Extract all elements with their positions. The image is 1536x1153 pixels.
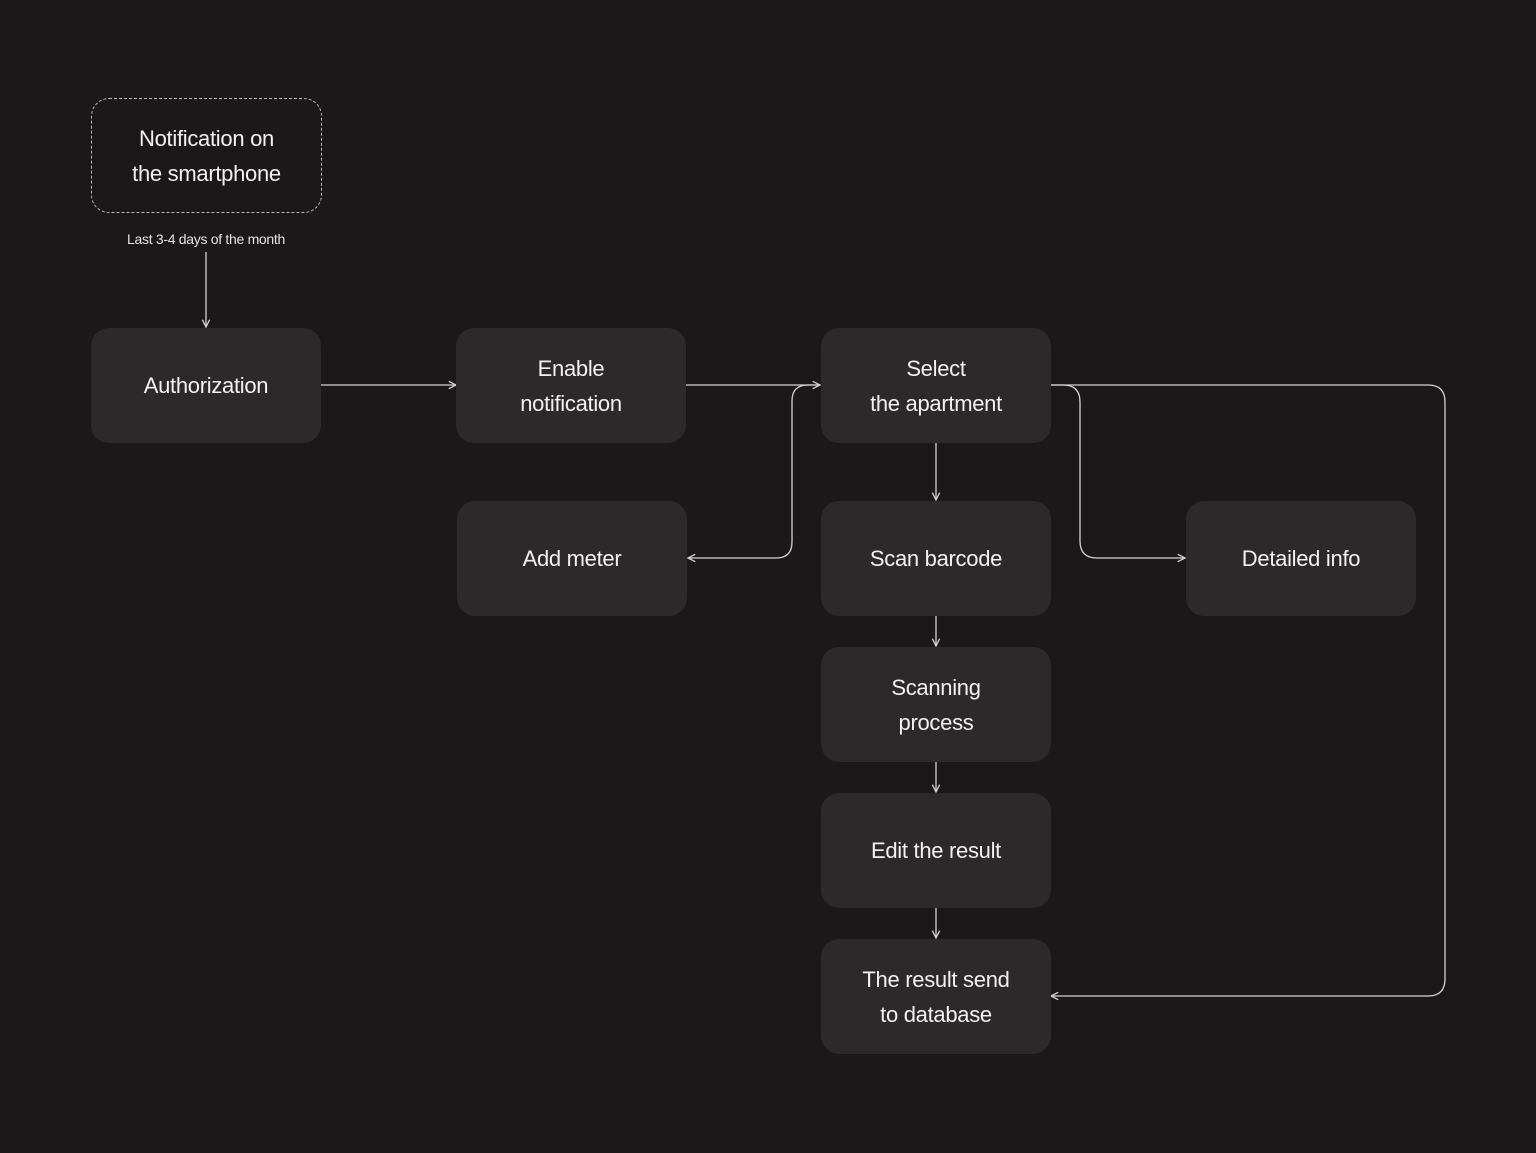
node-scanning-process-line1: Scanning <box>891 674 981 700</box>
node-detailed-info: Detailed info <box>1186 501 1416 616</box>
node-edit-result: Edit the result <box>821 793 1051 908</box>
node-detailed-info-label: Detailed info <box>1241 546 1361 571</box>
edge-select-apartment-to-detailed-info <box>1051 384 1185 558</box>
node-scan-barcode: Scan barcode <box>821 501 1051 616</box>
edge-label-timing: Last 3-4 days of the month <box>127 231 285 247</box>
node-notification: Notification on the smartphone <box>91 98 322 213</box>
node-select-apartment-line2: the apartment <box>870 390 1002 416</box>
node-enable-notification: Enable notification <box>456 328 686 443</box>
node-authorization-label: Authorization <box>143 373 269 398</box>
node-edit-result-label: Edit the result <box>870 838 1001 863</box>
node-select-apartment-line1: Select <box>906 355 966 381</box>
node-result-send-line2: to database <box>880 1001 992 1027</box>
node-authorization: Authorization <box>91 328 321 443</box>
node-notification-line1: Notification on <box>139 125 274 151</box>
node-select-apartment: Select the apartment <box>821 328 1051 443</box>
node-enable-notification-line1: Enable <box>537 355 605 381</box>
node-notification-line2: the smartphone <box>132 160 281 186</box>
node-scanning-process: Scanning process <box>821 647 1051 762</box>
node-enable-notification-line2: notification <box>520 390 622 416</box>
edge-select-apartment-to-add-meter <box>688 384 820 558</box>
edge-select-apartment-to-result-send <box>1051 384 1446 996</box>
node-scan-barcode-label: Scan barcode <box>869 546 1003 571</box>
node-result-send: The result send to database <box>821 939 1051 1054</box>
node-add-meter-label: Add meter <box>522 546 622 571</box>
node-result-send-line1: The result send <box>862 966 1010 992</box>
node-add-meter: Add meter <box>457 501 687 616</box>
node-scanning-process-line2: process <box>898 709 974 735</box>
